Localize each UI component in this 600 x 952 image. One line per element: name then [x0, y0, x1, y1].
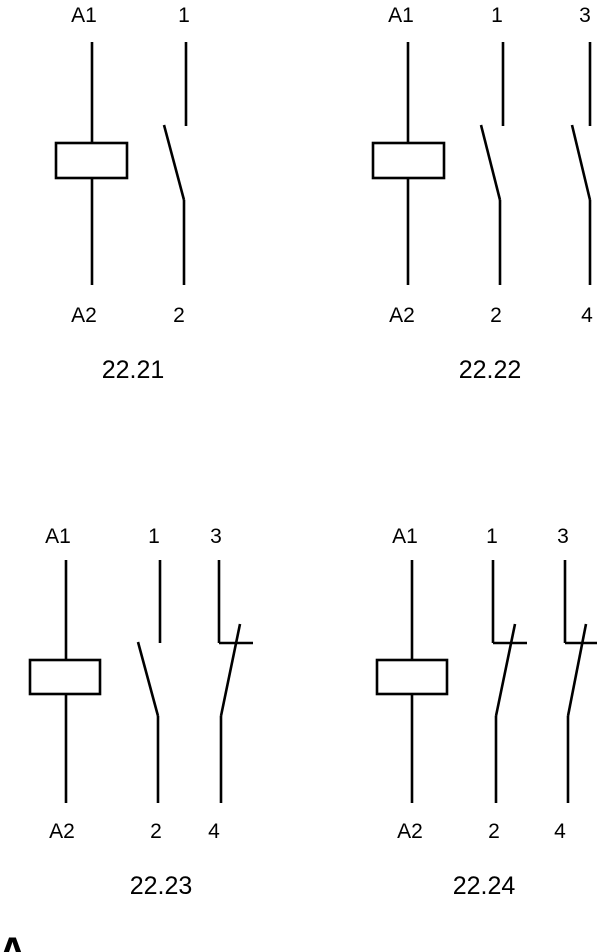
model-number-label: 22.21 [102, 356, 165, 384]
contact-terminal-4-label: 4 [208, 820, 220, 843]
contact-no-1-2 [136, 560, 162, 803]
diagram-22-22: A1 1 3 A2 2 4 22.22 [371, 4, 593, 384]
contact-terminal-2-label: 2 [490, 304, 502, 327]
contact-terminal-2-label: 2 [150, 820, 162, 843]
contact-nc-3-4 [563, 560, 597, 803]
diagram-22-24: A1 1 3 A2 2 4 22.24 [375, 525, 597, 900]
contact-no-1-2 [479, 42, 505, 285]
contact-terminal-1-label: 1 [486, 525, 498, 548]
coil-symbol [375, 658, 449, 696]
contact-terminal-2-label: 2 [488, 820, 500, 843]
panel-letter: A [0, 930, 27, 952]
contact-terminal-1-label: 1 [491, 4, 503, 27]
model-number-label: 22.24 [453, 872, 516, 900]
contact-no-1-2 [162, 42, 188, 285]
contact-terminal-3-label: 3 [579, 4, 591, 27]
coil-terminal-a1-label: A1 [45, 525, 71, 548]
coil-terminal-a1-label: A1 [71, 4, 97, 27]
coil-terminal-a1-label: A1 [388, 4, 414, 27]
coil-terminal-a2-label: A2 [389, 304, 415, 327]
contact-terminal-4-label: 4 [581, 304, 593, 327]
contact-nc-3-4 [217, 560, 253, 803]
coil-terminal-a1-label: A1 [392, 525, 418, 548]
contact-no-3-4 [570, 42, 592, 285]
contact-nc-1-2 [491, 560, 527, 803]
contact-terminal-3-label: 3 [557, 525, 569, 548]
coil-symbol [371, 141, 446, 180]
diagram-22-23: A1 1 3 A2 2 4 22.23 [28, 525, 253, 900]
coil-terminal-a2-label: A2 [397, 820, 423, 843]
coil-symbol [28, 658, 102, 696]
model-number-label: 22.23 [130, 872, 193, 900]
diagram-22-21: A1 1 A2 2 22.21 [54, 4, 190, 384]
coil-terminal-a2-label: A2 [49, 820, 75, 843]
coil-terminal-a2-label: A2 [71, 304, 97, 327]
contact-terminal-2-label: 2 [173, 304, 185, 327]
contact-terminal-4-label: 4 [554, 820, 566, 843]
coil-symbol [54, 141, 129, 180]
contact-terminal-1-label: 1 [178, 4, 190, 27]
contact-terminal-3-label: 3 [210, 525, 222, 548]
contact-terminal-1-label: 1 [148, 525, 160, 548]
model-number-label: 22.22 [459, 356, 522, 384]
